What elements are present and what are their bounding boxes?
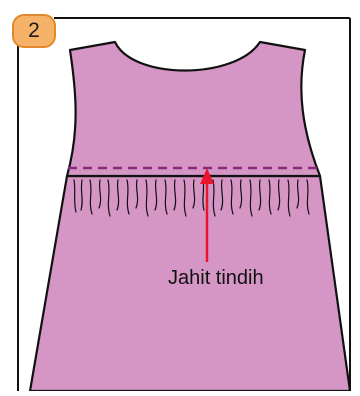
step-number-badge: 2 <box>12 14 56 48</box>
callout-label: Jahit tindih <box>168 267 264 290</box>
dress-bodice <box>67 42 320 176</box>
